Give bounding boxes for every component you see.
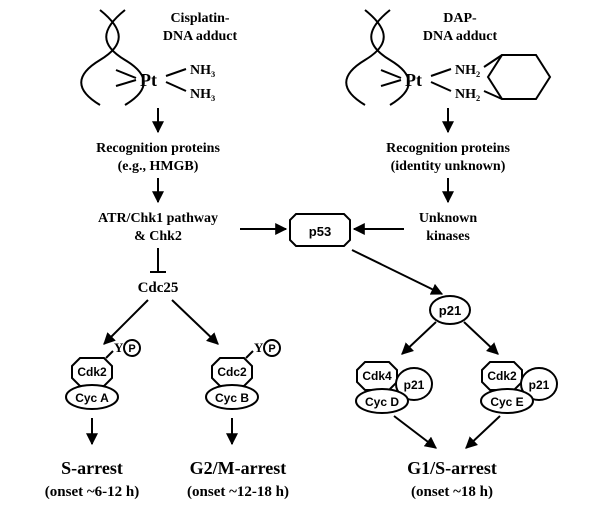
pt-label: Pt [140,70,157,90]
tyrosine-label: Y [254,340,264,355]
p21-label: p21 [439,303,461,318]
cdk2-cyca-complex: Cdk2 Cyc A Y P [65,339,141,410]
p21-bound-label: p21 [404,378,425,392]
ring-bond [483,90,503,100]
pt-bond [380,79,402,87]
cdk-label: Cdk2 [77,365,107,379]
phospho-bond [245,350,254,359]
p53-label: p53 [309,224,331,239]
p21-node [429,295,471,325]
p21-bound [395,367,433,401]
nh-bond [165,68,187,77]
left-recognition-line2: (e.g., HMGB) [118,159,199,174]
nh3-bottom: NH₃ [190,87,215,102]
cyclin-label: Cyc E [490,395,523,409]
cdk-shape [71,357,113,387]
cyclin-shape [65,384,119,410]
cisplatin-adduct-structure: Pt NH₃ NH₃ [80,9,215,106]
cyclin-shape [205,384,259,410]
cyclohexane-ring [486,54,552,100]
pt-bond [115,79,137,87]
phosphate-circle [263,339,281,357]
pt-bond [115,69,137,79]
cdk2-cyce-complex: Cdk2 p21 Cyc E [480,361,558,414]
cdk-shape [211,357,253,387]
dap-adduct-structure: Pt NH₂ NH₂ [345,9,552,106]
s-arrest-line2: (onset ~6-12 h) [45,484,139,500]
ring-bond [483,54,503,68]
nh3-top: NH₃ [190,63,215,78]
arrow [171,299,219,345]
cyclin-label: Cyc B [215,391,249,405]
left-recognition-line1: Recognition proteins [96,141,220,156]
arrow [393,415,437,449]
g1s-arrest-line2: (onset ~18 h) [411,484,493,500]
kinases-line1: Unknown [419,211,478,226]
cdk4-cycd-complex: Cdk4 p21 Cyc D [355,361,433,414]
phospho-bond [105,350,114,359]
g2m-arrest-line2: (onset ~12-18 h) [187,484,289,500]
nh-bond [165,81,187,92]
g2m-arrest-line1: G2/M-arrest [190,458,287,478]
nh2-top: NH₂ [455,63,480,78]
nh-bond [430,81,452,92]
atr-line2: & Chk2 [134,229,182,244]
p21-bound-label: p21 [529,378,550,392]
cisplatin-title-line1: Cisplatin- [170,11,229,26]
cisplatin-title-line2: DNA adduct [163,29,238,44]
cyclin-shape [355,388,409,414]
dna-helix-right [370,9,410,106]
right-recognition-line1: Recognition proteins [386,141,510,156]
dna-helix-right [345,9,385,106]
cyclin-label: Cyc D [365,395,399,409]
dap-title-line2: DNA adduct [423,29,498,44]
cyclin-label: Cyc A [75,391,109,405]
nh-bond [430,68,452,77]
arrow [351,249,444,295]
s-arrest-line1: S-arrest [61,458,123,478]
nh2-bottom: NH₂ [455,87,480,102]
cyclin-shape [480,388,534,414]
kinases-line2: kinases [426,229,470,244]
cdk-label: Cdc2 [217,365,247,379]
p21-bound [520,367,558,401]
g1s-arrest-line1: G1/S-arrest [407,458,497,478]
cdc2-cycb-complex: Cdc2 Cyc B Y P [205,339,281,410]
arrow [465,415,501,449]
right-recognition-line2: (identity unknown) [391,159,506,174]
phosphate-circle [123,339,141,357]
dna-helix-left [105,9,145,106]
cdk-label: Cdk2 [487,369,517,383]
p53-box [289,213,351,247]
arrow [463,321,499,355]
cdk-label: Cdk4 [362,369,392,383]
cdc25-label: Cdc25 [138,280,179,296]
phosphate-label: P [128,343,135,355]
dna-helix-left [80,9,120,106]
pt-bond [380,69,402,79]
atr-line1: ATR/Chk1 pathway [98,211,218,226]
tyrosine-label: Y [114,340,124,355]
pt-label: Pt [405,70,422,90]
arrow [401,321,437,355]
phosphate-label: P [268,343,275,355]
arrow [103,299,149,345]
dap-title-line1: DAP- [443,11,477,26]
